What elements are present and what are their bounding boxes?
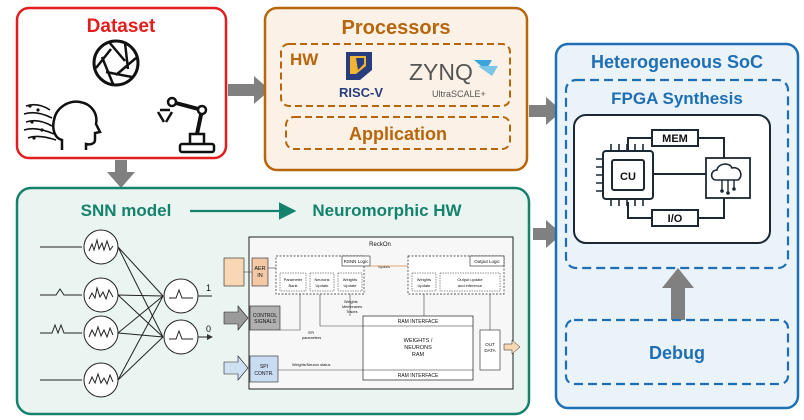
- weights-update2-2: Update: [418, 283, 432, 288]
- weights-ram-1: WEIGHTS /: [404, 338, 433, 344]
- out-data-1: OUT: [485, 342, 495, 347]
- dataset-title: Dataset: [87, 16, 156, 37]
- robot-arm-icon: [156, 96, 216, 154]
- arrow-processors-to-soc: [529, 97, 562, 125]
- weights-ram-2: NEURONS: [404, 345, 432, 351]
- output-logic-label: Output Logic: [474, 259, 500, 264]
- arrow-dataset-to-processors: [228, 76, 270, 104]
- fpga-synthesis-box: [564, 78, 790, 270]
- weights-ram-3: RAM: [412, 352, 425, 358]
- spi-params-2: parameters: [302, 336, 321, 340]
- debug-label: Debug: [649, 343, 705, 363]
- aer-in-block: [251, 257, 269, 287]
- zynq-text: ZYNQ: [409, 59, 473, 85]
- cu-chip-icon: CU: [596, 144, 654, 206]
- arrow-snn-to-soc: [533, 220, 562, 248]
- control-label-1: CONTROL: [253, 313, 278, 319]
- zynq-logo: ZYNQ UltraSCALE+: [409, 59, 498, 99]
- aperture-icon: [92, 39, 140, 87]
- cu-label: CU: [620, 171, 636, 183]
- parameter-bank-2: Bank: [288, 283, 297, 288]
- neurons-update-1: Neurons: [314, 277, 329, 282]
- spi-contr-block: [249, 355, 279, 383]
- riscv-text: RISC-V: [339, 85, 383, 100]
- traces-note-3: Traces: [346, 310, 358, 314]
- spi-params-1: SPI: [308, 331, 314, 335]
- hw-label: HW: [290, 50, 319, 69]
- io-label: I/O: [668, 213, 683, 225]
- spi-label-1: SPI: [260, 364, 268, 370]
- control-label-2: SIGNALS: [254, 319, 276, 325]
- arrow-dataset-to-snn: [107, 160, 135, 188]
- weights-update2-1: Weights: [417, 277, 431, 282]
- reckon-title: ReckOn: [369, 242, 391, 248]
- out-data-2: DATA: [484, 348, 495, 353]
- fpga-board: [573, 114, 771, 244]
- aer-in-label-2: IN: [257, 273, 263, 279]
- riscv-logo: RISC-V: [339, 52, 383, 100]
- aer-in-label-1: AER: [254, 266, 265, 272]
- application-label: Application: [349, 124, 447, 144]
- neuromorphic-hw-title: Neuromorphic HW: [312, 201, 462, 220]
- mem-block: [651, 129, 699, 147]
- arrow-debug-to-fpga: [662, 268, 694, 320]
- ram-interface-top: RAM INTERFACE: [398, 319, 439, 325]
- processors-title: Processors: [342, 17, 451, 39]
- spikes-note: Spikes: [378, 264, 390, 269]
- output-update-1: Output update: [457, 277, 483, 282]
- rsnn-logic-label: RSNN Logic: [344, 259, 370, 264]
- dataset-panel: Dataset: [15, 6, 228, 160]
- weights-status-note: Weights/Neuron status: [292, 363, 330, 367]
- traces-note-1: Weights: [344, 300, 358, 304]
- processors-box: [263, 6, 529, 172]
- soc-panel: Heterogeneous SoC FPGA Synthesis MEM I/O…: [554, 42, 800, 410]
- hw-box: [280, 43, 511, 107]
- output-update-2: and inference: [458, 283, 483, 288]
- snn-title: SNN model: [81, 201, 172, 220]
- spi-label-2: CONTR.: [254, 371, 273, 377]
- soc-title: Heterogeneous SoC: [591, 52, 763, 72]
- neural-cloud-icon: [705, 157, 751, 199]
- mem-label: MEM: [662, 133, 688, 145]
- output-label-1: 1: [206, 283, 211, 293]
- snn-network: [40, 229, 212, 398]
- reckon-diagram: ReckOn AER IN CONTROL SIGNALS SPI CONTR.…: [223, 236, 521, 390]
- output-label-0: 0: [206, 324, 211, 334]
- head-with-data-icon: [23, 100, 102, 150]
- traces-note-2: Membranes: [342, 305, 362, 309]
- parameter-bank-1: Parameter: [284, 277, 303, 282]
- processors-panel: Processors HW RISC-V ZYNQ UltraSCALE+ Ap…: [263, 6, 529, 172]
- debug-box: [564, 318, 790, 386]
- ram-interface-bottom: RAM INTERFACE: [398, 373, 439, 379]
- control-signals-block: [249, 305, 281, 331]
- snn-panel: SNN model Neuromorphic HW: [15, 186, 531, 416]
- zynq-subtext: UltraSCALE+: [432, 89, 486, 99]
- application-box: [285, 116, 511, 150]
- neurons-update-2: Update: [316, 283, 330, 288]
- weights-update-2: Update: [344, 283, 358, 288]
- io-block: [651, 209, 699, 227]
- fpga-title: FPGA Synthesis: [611, 89, 743, 108]
- weights-update-1: Weights: [343, 277, 357, 282]
